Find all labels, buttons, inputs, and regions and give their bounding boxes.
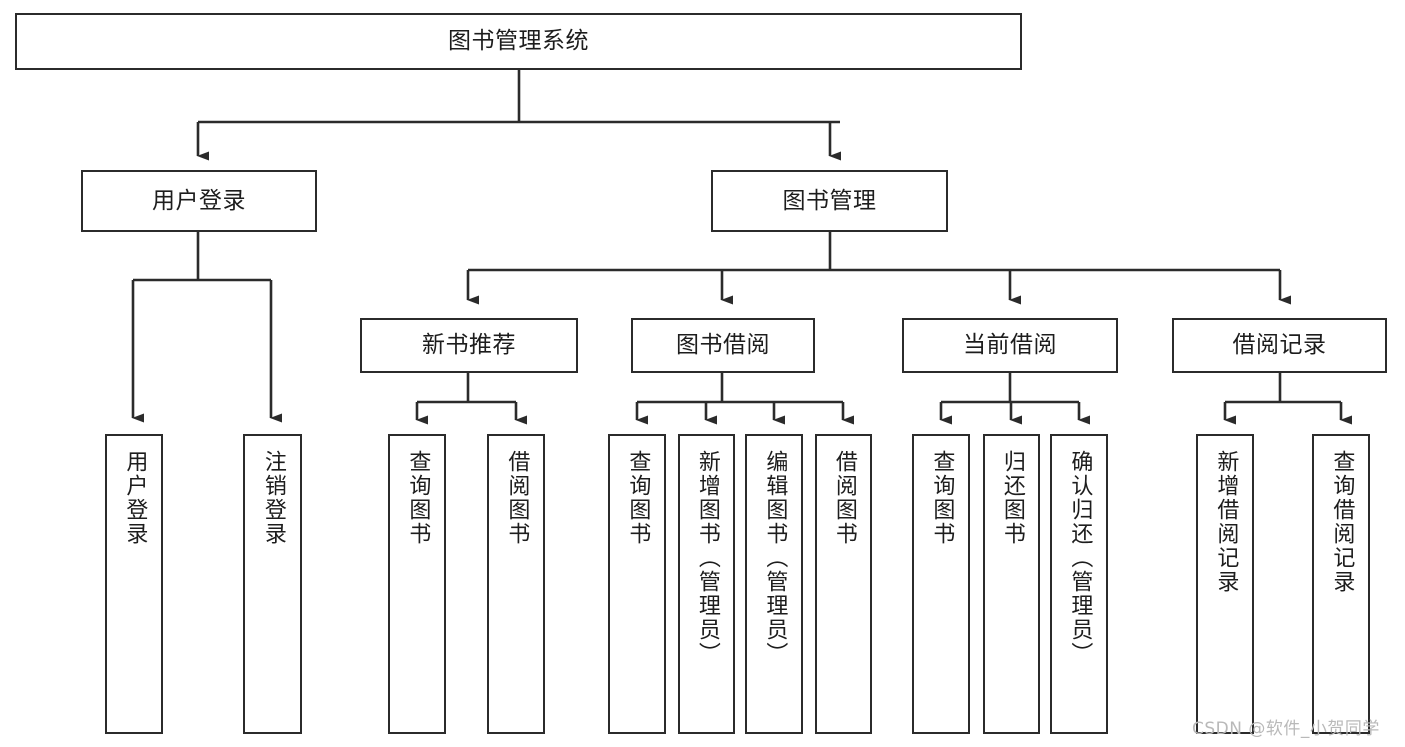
node-leaf-query-borrow-record[interactable]: 查询借阅记录 xyxy=(1312,434,1370,734)
node-root-system[interactable]: 图书管理系统 xyxy=(15,13,1022,70)
node-leaf-query-book-newbook[interactable]: 查询图书 xyxy=(388,434,446,734)
node-leaf-add-borrow-record-label: 新增借阅记录 xyxy=(1213,450,1239,594)
node-leaf-query-borrow-record-label: 查询借阅记录 xyxy=(1329,450,1355,594)
node-book-borrow-label: 图书借阅 xyxy=(676,332,770,359)
node-leaf-logout-label: 注销登录 xyxy=(260,450,286,546)
node-current-borrow-label: 当前借阅 xyxy=(963,332,1057,359)
node-borrow-record-label: 借阅记录 xyxy=(1232,332,1327,359)
node-leaf-query-book-borrow-label: 查询图书 xyxy=(625,450,651,546)
node-borrow-record[interactable]: 借阅记录 xyxy=(1172,318,1387,373)
node-root-system-label: 图书管理系统 xyxy=(448,28,589,55)
node-leaf-logout[interactable]: 注销登录 xyxy=(243,434,302,734)
node-user-login[interactable]: 用户登录 xyxy=(81,170,317,232)
node-leaf-user-login[interactable]: 用户登录 xyxy=(105,434,163,734)
csdn-watermark: CSDN @软件_小贺同学 xyxy=(1192,719,1380,739)
node-book-manage-label: 图书管理 xyxy=(782,187,877,214)
node-leaf-confirm-return-admin-label: 确认归还（管理员） xyxy=(1067,450,1093,666)
node-new-book-recommend-label: 新书推荐 xyxy=(422,332,516,359)
node-leaf-query-book-newbook-label: 查询图书 xyxy=(405,450,431,546)
node-leaf-user-login-label: 用户登录 xyxy=(122,450,148,546)
node-current-borrow[interactable]: 当前借阅 xyxy=(902,318,1118,373)
node-leaf-return-book[interactable]: 归还图书 xyxy=(983,434,1040,734)
node-leaf-borrow-book-newbook[interactable]: 借阅图书 xyxy=(487,434,545,734)
node-leaf-add-book-admin[interactable]: 新增图书（管理员） xyxy=(678,434,735,734)
node-leaf-add-borrow-record[interactable]: 新增借阅记录 xyxy=(1196,434,1254,734)
node-leaf-confirm-return-admin[interactable]: 确认归还（管理员） xyxy=(1050,434,1108,734)
node-leaf-add-book-admin-label: 新增图书（管理员） xyxy=(694,450,720,666)
node-user-login-label: 用户登录 xyxy=(152,187,246,214)
node-leaf-borrow-book-borrow[interactable]: 借阅图书 xyxy=(815,434,872,734)
node-leaf-query-book-current-label: 查询图书 xyxy=(929,450,955,546)
node-leaf-return-book-label: 归还图书 xyxy=(999,450,1025,546)
node-book-borrow[interactable]: 图书借阅 xyxy=(631,318,815,373)
node-leaf-edit-book-admin[interactable]: 编辑图书（管理员） xyxy=(745,434,803,734)
node-leaf-borrow-book-newbook-label: 借阅图书 xyxy=(504,450,530,546)
node-leaf-query-book-current[interactable]: 查询图书 xyxy=(912,434,970,734)
node-new-book-recommend[interactable]: 新书推荐 xyxy=(360,318,578,373)
node-book-manage[interactable]: 图书管理 xyxy=(711,170,948,232)
node-leaf-query-book-borrow[interactable]: 查询图书 xyxy=(608,434,666,734)
node-leaf-borrow-book-borrow-label: 借阅图书 xyxy=(831,450,857,546)
node-leaf-edit-book-admin-label: 编辑图书（管理员） xyxy=(762,450,788,666)
